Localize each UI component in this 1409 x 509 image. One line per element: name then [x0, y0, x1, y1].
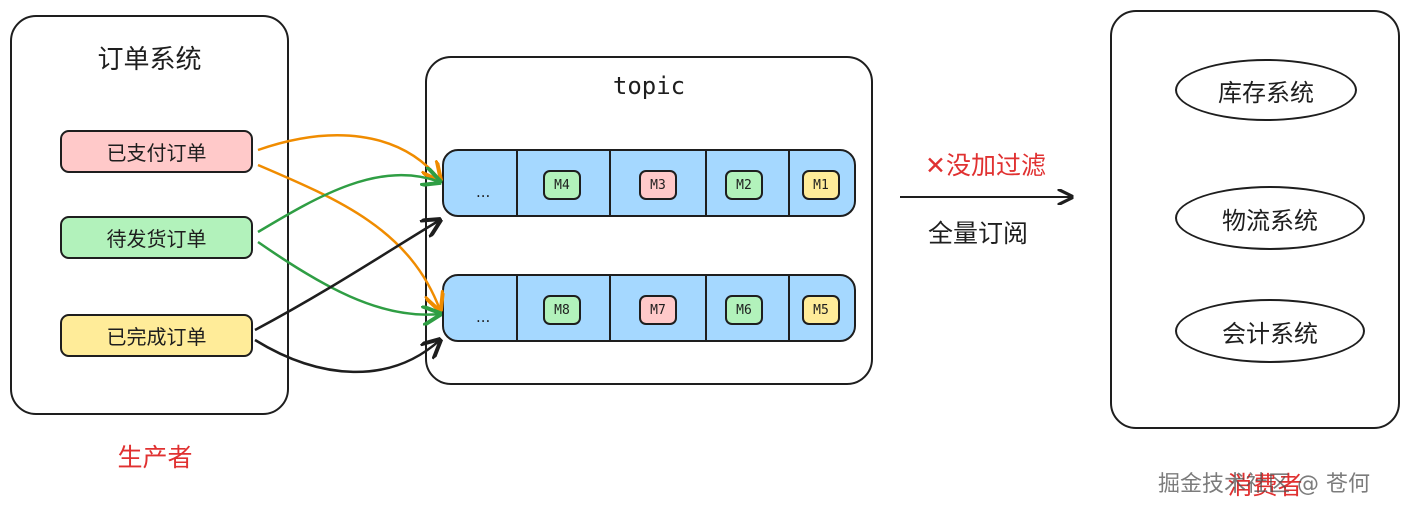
- message-m5: M5: [802, 295, 840, 325]
- queue-divider: [788, 151, 790, 215]
- queue-divider: [788, 276, 790, 340]
- queue-2-ellipsis: ...: [476, 308, 491, 326]
- accounting-system: 会计系统: [1175, 299, 1365, 363]
- producer-caption: 生产者: [117, 443, 193, 472]
- logistics-system: 物流系统: [1175, 186, 1365, 250]
- topic-queue-2: ... M8 M7 M6 M5: [442, 274, 856, 342]
- queue-divider: [516, 151, 518, 215]
- queue-divider: [609, 276, 611, 340]
- message-m1: M1: [802, 170, 840, 200]
- message-m3: M3: [639, 170, 677, 200]
- cross-icon: ✕: [925, 151, 946, 180]
- queue-1-ellipsis: ...: [476, 183, 491, 201]
- order-completed: 已完成订单: [60, 314, 253, 357]
- queue-divider: [609, 151, 611, 215]
- producer-title: 订单系统: [97, 45, 202, 75]
- no-filter-label: ✕没加过滤: [925, 146, 1046, 182]
- no-filter-text: 没加过滤: [945, 151, 1046, 180]
- queue-divider: [705, 276, 707, 340]
- order-pending-shipment: 待发货订单: [60, 216, 253, 259]
- topic-title: topic: [612, 72, 686, 100]
- full-subscription-label: 全量订阅: [928, 219, 1029, 248]
- message-m8: M8: [543, 295, 581, 325]
- queue-divider: [705, 151, 707, 215]
- watermark: 掘金技术社区 @ 苍何: [1158, 472, 1370, 497]
- message-m2: M2: [725, 170, 763, 200]
- message-m4: M4: [543, 170, 581, 200]
- queue-divider: [516, 276, 518, 340]
- order-paid: 已支付订单: [60, 130, 253, 173]
- consumer-caption: 消费者: [1227, 471, 1303, 500]
- message-m7: M7: [639, 295, 677, 325]
- inventory-system: 库存系统: [1175, 59, 1357, 121]
- message-m6: M6: [725, 295, 763, 325]
- topic-queue-1: ... M4 M3 M2 M1: [442, 149, 856, 217]
